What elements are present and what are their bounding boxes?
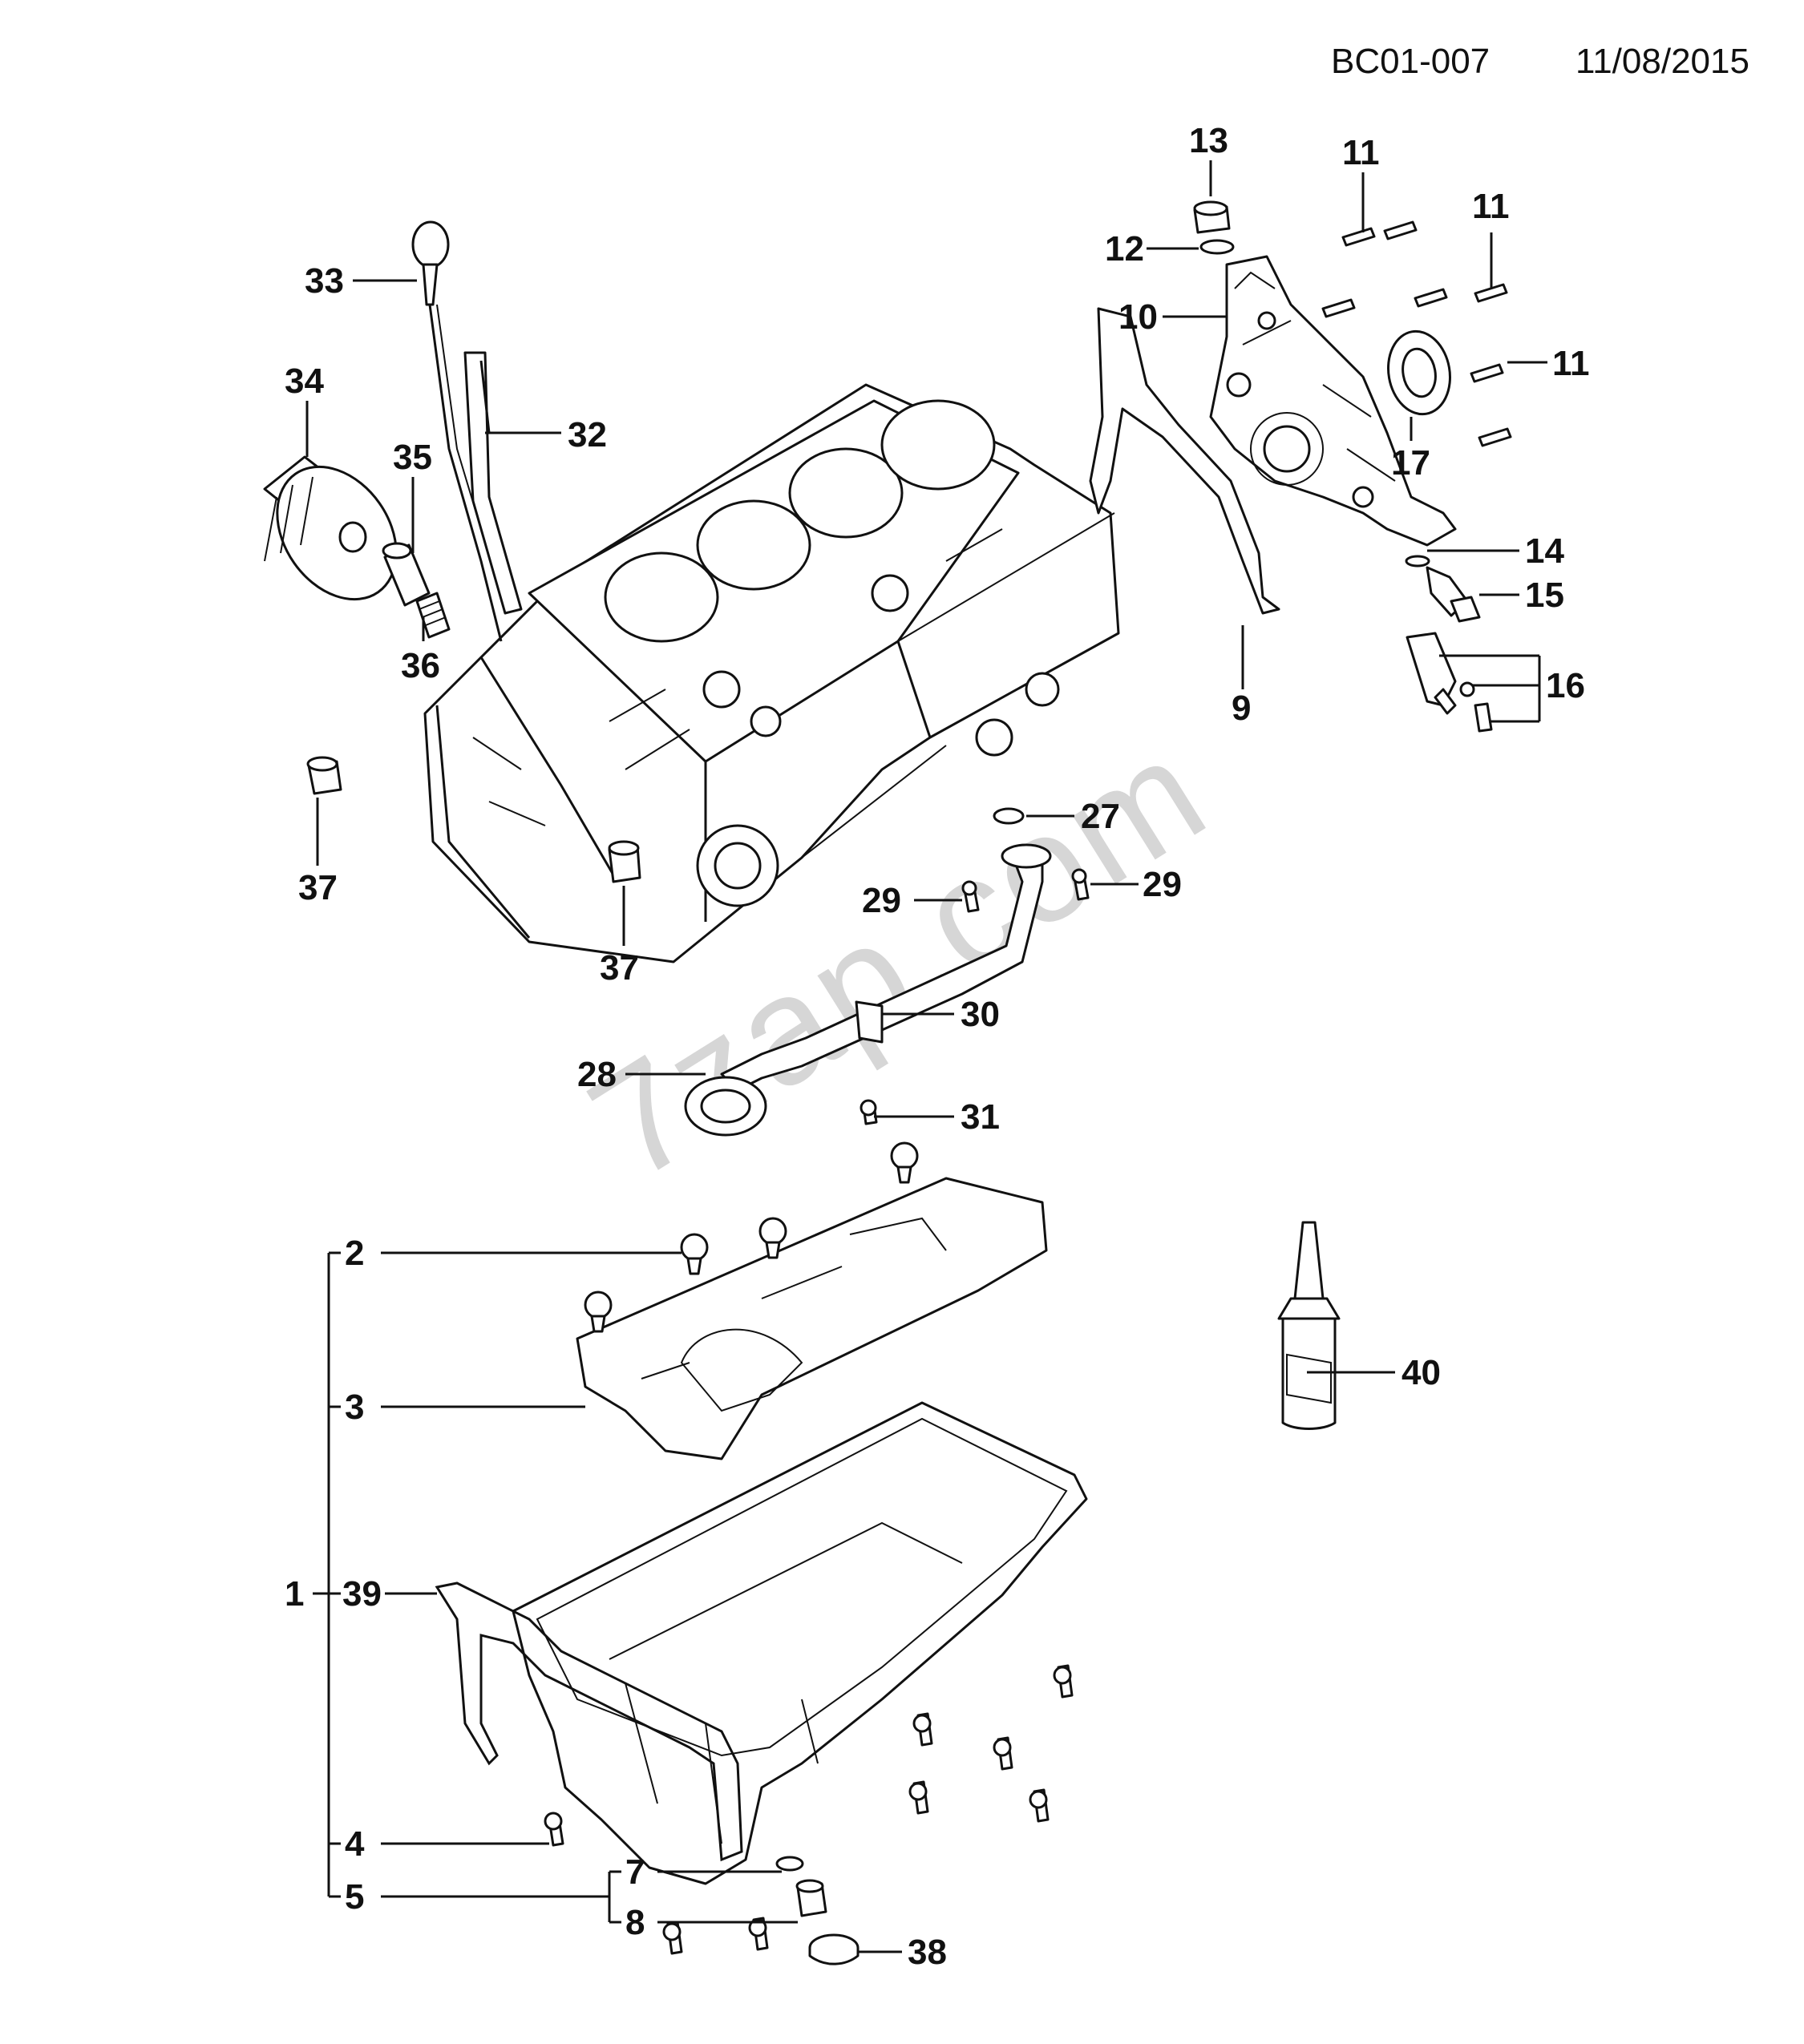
callouts: 33 34 32 35 36 37 37 13 12 10 11 11 11 1…: [285, 121, 1590, 1972]
diagram-code: BC01-007: [1331, 42, 1491, 81]
oil-baffle: [576, 1177, 1048, 1460]
callout-37-left: 37: [298, 868, 338, 907]
callout-37-lower: 37: [600, 948, 639, 988]
callout-31: 31: [961, 1097, 1000, 1137]
dipstick-tube: [463, 351, 523, 615]
engine-block: [423, 383, 1120, 963]
oil-pan-gasket: [435, 1581, 743, 1862]
callout-16: 16: [1546, 666, 1585, 705]
callout-29-right: 29: [1143, 865, 1182, 904]
callout-10: 10: [1118, 297, 1158, 337]
callout-2: 2: [345, 1234, 364, 1273]
sealant-bottle: [1277, 1221, 1341, 1430]
callout-38: 38: [908, 1933, 947, 1972]
callout-5: 5: [345, 1877, 364, 1917]
callout-13: 13: [1189, 121, 1228, 160]
pump-cap: [1193, 200, 1231, 234]
callout-17: 17: [1391, 443, 1430, 483]
callout-32: 32: [568, 415, 607, 454]
crank-seal: [1387, 329, 1451, 416]
dowel-lower: [608, 840, 641, 883]
callout-35: 35: [393, 438, 432, 477]
dowel-left: [306, 756, 342, 795]
callout-4: 4: [345, 1824, 365, 1864]
callout-27: 27: [1081, 797, 1120, 836]
callout-39: 39: [342, 1574, 382, 1614]
oil-filter: [263, 455, 398, 601]
bracket-lines: [313, 1251, 902, 1953]
filter-adapter-bolt: [415, 592, 451, 639]
oil-pickup: [684, 843, 1052, 1137]
callout-7: 7: [625, 1852, 645, 1892]
callout-3: 3: [345, 1388, 364, 1427]
filter-nipple: [382, 542, 431, 607]
front-cover-gasket: [1089, 307, 1280, 615]
callout-15: 15: [1525, 576, 1564, 615]
callout-9: 9: [1232, 689, 1251, 728]
oil-pump: [1209, 255, 1457, 547]
drain-washer: [775, 1856, 804, 1872]
pan-bolts: [544, 1664, 1074, 1955]
callout-11-top: 11: [1342, 133, 1380, 172]
drain-plug: [795, 1879, 827, 1917]
pickup-bolts: [961, 868, 1090, 913]
dipstick: [411, 220, 503, 642]
callout-33: 33: [305, 261, 344, 301]
callout-14: 14: [1525, 531, 1564, 571]
callout-11-right: 11: [1472, 187, 1510, 226]
pump-bolts: [1321, 220, 1512, 447]
bracket-bolt: [860, 1099, 878, 1125]
pickup-gasket: [993, 807, 1025, 825]
callout-12: 12: [1105, 229, 1144, 269]
sealing-plug: [808, 1933, 860, 1965]
pickup-bracket: [855, 1000, 884, 1044]
callout-28: 28: [577, 1055, 617, 1094]
leader-lines: [305, 160, 1547, 1374]
oil-pan: [512, 1401, 1088, 1885]
callout-30: 30: [961, 995, 1000, 1034]
callout-34: 34: [285, 362, 324, 401]
callout-1: 1: [285, 1574, 304, 1614]
pressure-switch: [1405, 555, 1481, 623]
oil-level-sensor: [1406, 632, 1493, 733]
callout-8: 8: [625, 1903, 645, 1942]
callout-36: 36: [401, 646, 440, 685]
pump-cap-oring: [1199, 239, 1235, 255]
diagram-date: 11/08/2015: [1575, 42, 1749, 81]
callout-40: 40: [1402, 1353, 1441, 1392]
callout-11-mid: 11: [1552, 344, 1590, 383]
callout-29-left: 29: [862, 881, 901, 920]
baffle-bolts: [584, 1141, 919, 1333]
